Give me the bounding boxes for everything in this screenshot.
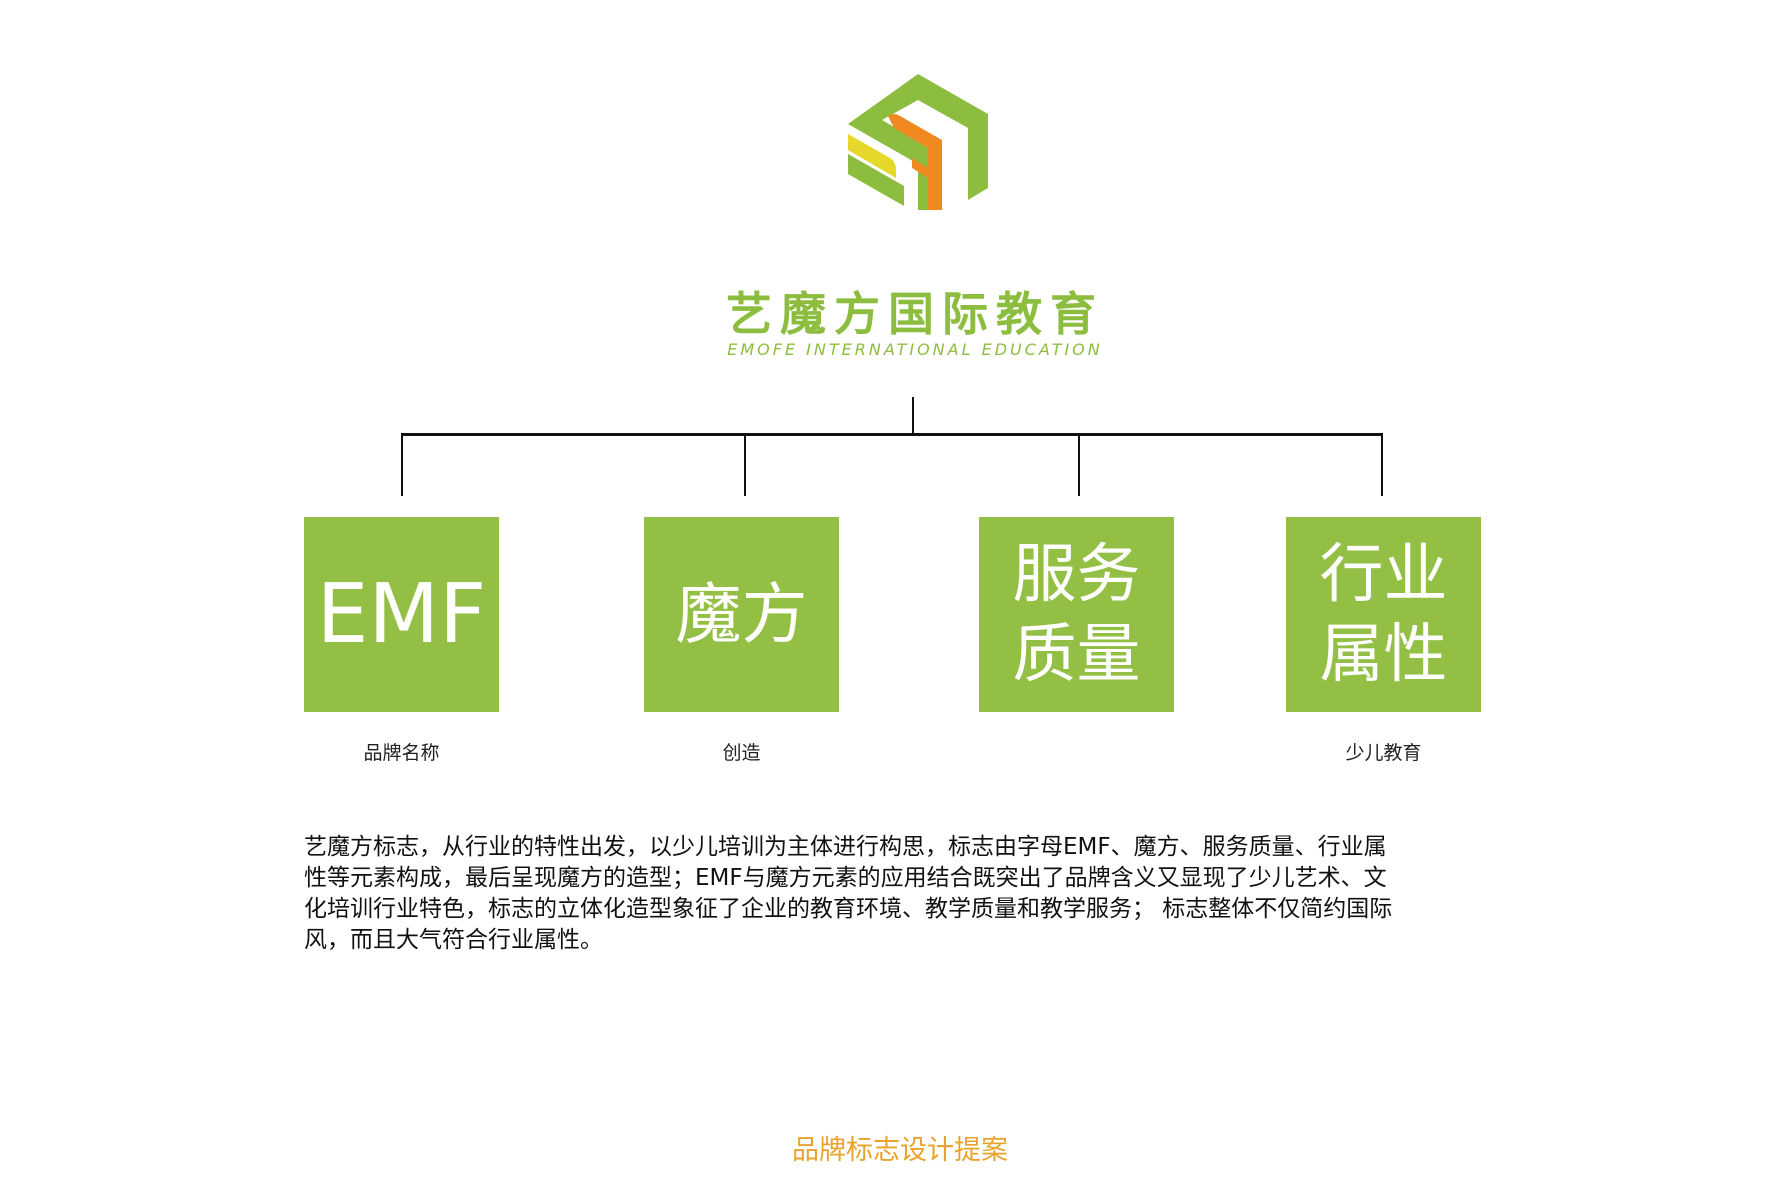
element-box-text: EMF: [316, 567, 487, 662]
description-line: 艺魔方标志，从行业的特性出发，以少儿培训为主体进行构思，标志由字母EMF、魔方、…: [304, 834, 1387, 860]
description-paragraph: 艺魔方标志，从行业的特性出发，以少儿培训为主体进行构思，标志由字母EMF、魔方、…: [304, 832, 1504, 956]
description-line: 化培训行业特色，标志的立体化造型象征了企业的教育环境、教学质量和教学服务； 标志…: [304, 896, 1393, 922]
description-line: 风，而且大气符合行业属性。: [304, 927, 603, 953]
element-box-text: 魔方: [675, 575, 808, 653]
connector-branch-2: [744, 434, 746, 496]
connector-branch-4: [1381, 434, 1383, 496]
element-caption: 创造: [722, 742, 761, 764]
element-box-mofang: 魔方: [644, 517, 839, 712]
connector-branch-1: [401, 434, 403, 496]
element-box-text-line: 质量: [1012, 617, 1141, 692]
brand-name-english: EMOFE INTERNATIONAL EDUCATION: [727, 340, 1103, 359]
element-box-emf: EMF: [304, 517, 499, 712]
cube-logo-icon: [838, 70, 998, 210]
footer-title: 品牌标志设计提案: [792, 1135, 1008, 1166]
brand-name-chinese: 艺魔方国际教育: [726, 287, 1104, 341]
description-line: 性等元素构成，最后呈现魔方的造型；EMF与魔方元素的应用结合既突出了品牌含义又显…: [304, 865, 1387, 891]
element-box-industry-attribute: 行业 属性: [1286, 517, 1481, 712]
element-box-service-quality: 服务 质量: [979, 517, 1174, 712]
element-box-text-line: 属性: [1319, 617, 1448, 692]
connector-trunk: [912, 397, 914, 435]
connector-branch-3: [1078, 434, 1080, 496]
element-caption: 品牌名称: [363, 742, 440, 764]
element-box-text-line: 服务: [1012, 537, 1141, 612]
connector-horizontal: [401, 433, 1383, 436]
element-box-text-line: 行业: [1319, 537, 1448, 612]
element-caption: 少儿教育: [1345, 742, 1422, 764]
